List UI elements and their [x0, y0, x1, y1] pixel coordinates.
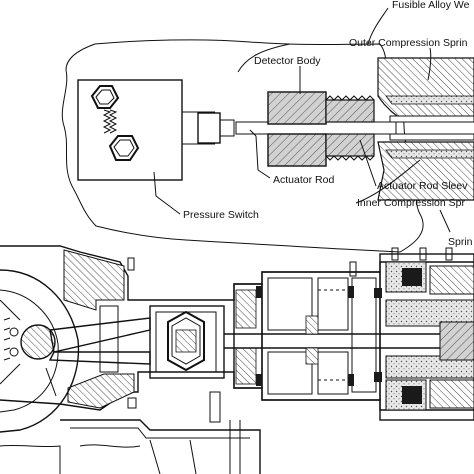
- end-cap-assembly: [374, 253, 474, 421]
- leader-lines: [153, 7, 451, 233]
- label-fusible-alloy: Fusible Alloy We: [392, 0, 470, 11]
- central-shaft: [224, 333, 474, 349]
- valve-body-housing: [0, 245, 474, 411]
- label-actuator-rod-sleeve: Actuator Rod Sleev: [377, 180, 468, 192]
- piston-crosshead: [149, 305, 225, 379]
- base-mounting: [0, 391, 261, 474]
- label-actuator-rod: Actuator Rod: [273, 174, 334, 186]
- label-outer-compression-spring: Outer Compression Sprin: [349, 37, 468, 49]
- label-detector-body: Detector Body: [254, 55, 321, 67]
- spring-housing: [256, 271, 381, 401]
- pressure-switch-body: [77, 79, 235, 181]
- detail-breakout-outline: [61, 39, 424, 253]
- hex-nut-upper-icon: [90, 85, 120, 109]
- hex-nut-lower-icon: [108, 135, 140, 161]
- label-inner-compression-spring: Inner Compression Spr: [357, 197, 465, 209]
- label-spring: Sprin: [448, 236, 473, 248]
- drive-wheel: [0, 269, 80, 433]
- outer-compression-spring-section: [377, 57, 474, 201]
- top-fasteners: [127, 247, 453, 277]
- detector-body-fitting: [267, 91, 375, 167]
- label-pressure-switch: Pressure Switch: [183, 209, 259, 221]
- coil-spring-icon: [102, 109, 118, 134]
